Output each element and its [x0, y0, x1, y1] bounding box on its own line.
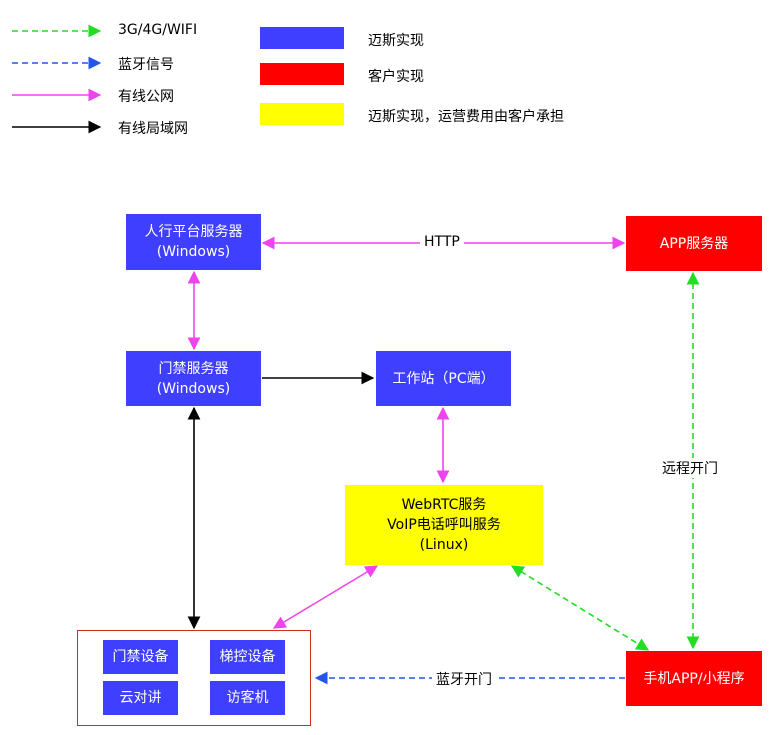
device-cloud-intercom: 云对讲: [103, 681, 178, 715]
legend-swatch-red: [260, 63, 344, 85]
legend-label-wifi: 3G/4G/WIFI: [118, 22, 198, 38]
device-visitor-machine: 访客机: [210, 681, 285, 715]
node-webrtc-line3: (Linux): [419, 537, 469, 553]
device-access-control: 门禁设备: [103, 640, 178, 674]
node-renxing-server: 人行平台服务器 (Windows): [126, 214, 261, 270]
node-mobile-line1: 手机APP/小程序: [643, 670, 745, 687]
node-workstation: 工作站（PC端）: [376, 351, 511, 406]
node-menjin-line1: 门禁服务器: [158, 360, 229, 377]
edge-label-remote-open: 远程开门: [658, 458, 722, 478]
node-menjin-server: 门禁服务器 (Windows): [126, 351, 261, 406]
node-renxing-line2: (Windows): [156, 244, 231, 260]
device-elevator-control: 梯控设备: [210, 640, 285, 674]
devices-group: [77, 630, 311, 726]
device-cloud-intercom-label: 云对讲: [119, 690, 162, 706]
edge-webrtc-mobile: [510, 565, 650, 651]
node-webrtc-line2: VoIP电话呼叫服务: [387, 517, 501, 533]
node-app-server-line1: APP服务器: [659, 235, 729, 252]
node-app-server: APP服务器: [626, 216, 762, 271]
node-mobile-app: 手机APP/小程序: [626, 651, 762, 706]
node-webrtc-line1: WebRTC服务: [401, 497, 487, 513]
node-webrtc-service: WebRTC服务 VoIP电话呼叫服务 (Linux): [345, 485, 543, 565]
node-menjin-line2: (Windows): [156, 380, 231, 397]
legend-label-blue: 迈斯实现: [368, 33, 424, 49]
edge-label-bluetooth-open: 蓝牙开门: [432, 669, 496, 689]
node-workstation-line1: 工作站（PC端）: [392, 370, 495, 387]
edge-webrtc-devices: [272, 565, 379, 629]
device-elevator-control-label: 梯控设备: [219, 649, 276, 665]
edge-label-http: HTTP: [420, 234, 464, 250]
legend-label-bluetooth: 蓝牙信号: [118, 57, 174, 73]
legend-swatch-yellow: [260, 103, 344, 125]
legend-label-public-wired: 有线公网: [118, 89, 174, 105]
device-access-control-label: 门禁设备: [112, 649, 169, 665]
device-visitor-machine-label: 访客机: [226, 690, 269, 706]
node-renxing-line1: 人行平台服务器: [144, 224, 243, 240]
legend-label-red: 客户实现: [368, 69, 424, 85]
legend-swatch-blue: [260, 27, 344, 49]
legend-label-yellow: 迈斯实现，运营费用由客户承担: [368, 109, 564, 125]
legend-label-lan: 有线局域网: [118, 121, 188, 137]
